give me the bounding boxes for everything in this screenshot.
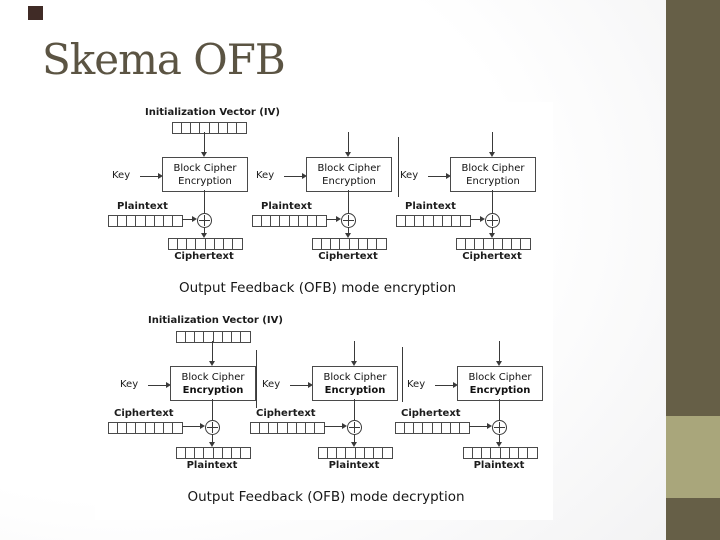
plaintext-label: Plaintext	[328, 460, 380, 471]
arrow-right-icon	[148, 382, 171, 388]
iv-register	[176, 331, 251, 343]
ciphertext-label: Ciphertext	[318, 251, 378, 262]
xor-icon	[205, 420, 220, 435]
arrow-down-icon	[209, 341, 215, 366]
block-cipher-line2: Encryption	[324, 384, 386, 396]
arrow-down-icon	[345, 227, 351, 238]
arrow-down-icon	[351, 434, 357, 447]
plaintext-label: Plaintext	[186, 460, 238, 471]
page-title: Skema OFB	[42, 35, 286, 84]
plaintext-register	[396, 215, 471, 227]
cipher-output-line	[354, 399, 355, 420]
ciphertext-register	[250, 422, 325, 434]
block-cipher-line2: Encryption	[182, 384, 244, 396]
iv-register	[172, 122, 247, 134]
ciphertext-label: Ciphertext	[114, 408, 174, 419]
ciphertext-label: Ciphertext	[174, 251, 234, 262]
xor-icon	[347, 420, 362, 435]
ciphertext-label: Ciphertext	[401, 408, 461, 419]
plaintext-label: Plaintext	[405, 201, 456, 212]
ciphertext-register	[108, 422, 183, 434]
arrow-right-icon	[182, 216, 197, 222]
ciphertext-register	[312, 238, 387, 250]
key-label: Key	[400, 170, 419, 181]
xor-icon	[492, 420, 507, 435]
sidebar-accent-light-block	[666, 416, 720, 498]
ciphertext-register	[395, 422, 470, 434]
arrow-down-icon	[201, 132, 207, 157]
plaintext-label: Plaintext	[473, 460, 525, 471]
cipher-output-line	[212, 399, 213, 420]
iv-label: Initialization Vector (IV)	[148, 315, 283, 326]
arrow-right-icon	[290, 382, 313, 388]
key-label: Key	[262, 379, 281, 390]
arrow-right-icon	[470, 216, 485, 222]
arrow-right-icon	[182, 423, 205, 429]
arrow-down-icon	[496, 341, 502, 366]
key-label: Key	[112, 170, 131, 181]
corner-accent-square	[28, 6, 43, 20]
block-cipher-line1: Block Cipher	[461, 162, 525, 174]
block-cipher-line1: Block Cipher	[173, 162, 237, 174]
block-cipher-line1: Block Cipher	[323, 371, 387, 383]
feedback-line	[402, 347, 403, 402]
decryption-caption: Output Feedback (OFB) mode decryption	[187, 489, 465, 505]
sidebar-accent-bar	[666, 0, 720, 540]
key-label: Key	[256, 170, 275, 181]
key-label: Key	[120, 379, 139, 390]
feedback-line	[398, 137, 399, 197]
arrow-down-icon	[489, 132, 495, 157]
block-cipher-line1: Block Cipher	[317, 162, 381, 174]
xor-icon	[341, 213, 356, 228]
block-cipher-box: Block Cipher Encryption	[457, 366, 543, 401]
arrow-right-icon	[324, 423, 347, 429]
ciphertext-label: Ciphertext	[256, 408, 316, 419]
block-cipher-box: Block Cipher Encryption	[450, 157, 536, 192]
block-cipher-box: Block Cipher Encryption	[170, 366, 256, 401]
plaintext-register	[176, 447, 251, 459]
block-cipher-box: Block Cipher Encryption	[312, 366, 398, 401]
block-cipher-line2: Encryption	[322, 175, 376, 187]
block-cipher-line2: Encryption	[178, 175, 232, 187]
block-cipher-line1: Block Cipher	[181, 371, 245, 383]
cipher-output-line	[499, 399, 500, 420]
plaintext-register	[318, 447, 393, 459]
arrow-right-icon	[326, 216, 341, 222]
plaintext-register	[252, 215, 327, 227]
arrow-right-icon	[435, 382, 458, 388]
arrow-right-icon	[469, 423, 492, 429]
arrow-down-icon	[351, 341, 357, 366]
arrow-down-icon	[489, 227, 495, 238]
arrow-down-icon	[496, 434, 502, 447]
plaintext-label: Plaintext	[261, 201, 312, 212]
ciphertext-register	[456, 238, 531, 250]
plaintext-register	[108, 215, 183, 227]
block-cipher-box: Block Cipher Encryption	[162, 157, 248, 192]
cipher-output-line	[492, 190, 493, 213]
ciphertext-label: Ciphertext	[462, 251, 522, 262]
arrow-down-icon	[345, 132, 351, 157]
arrow-right-icon	[284, 173, 307, 179]
feedback-line	[256, 350, 257, 408]
plaintext-register	[463, 447, 538, 459]
block-cipher-box: Block Cipher Encryption	[306, 157, 392, 192]
cipher-output-line	[204, 190, 205, 213]
plaintext-label: Plaintext	[117, 201, 168, 212]
xor-icon	[197, 213, 212, 228]
block-cipher-line2: Encryption	[469, 384, 531, 396]
encryption-caption: Output Feedback (OFB) mode encryption	[178, 280, 457, 296]
xor-icon	[485, 213, 500, 228]
arrow-right-icon	[140, 173, 163, 179]
iv-label: Initialization Vector (IV)	[145, 107, 280, 118]
arrow-down-icon	[209, 434, 215, 447]
block-cipher-line2: Encryption	[466, 175, 520, 187]
ciphertext-register	[168, 238, 243, 250]
block-cipher-line1: Block Cipher	[468, 371, 532, 383]
arrow-right-icon	[428, 173, 451, 179]
arrow-down-icon	[201, 227, 207, 238]
key-label: Key	[407, 379, 426, 390]
cipher-output-line	[348, 190, 349, 213]
